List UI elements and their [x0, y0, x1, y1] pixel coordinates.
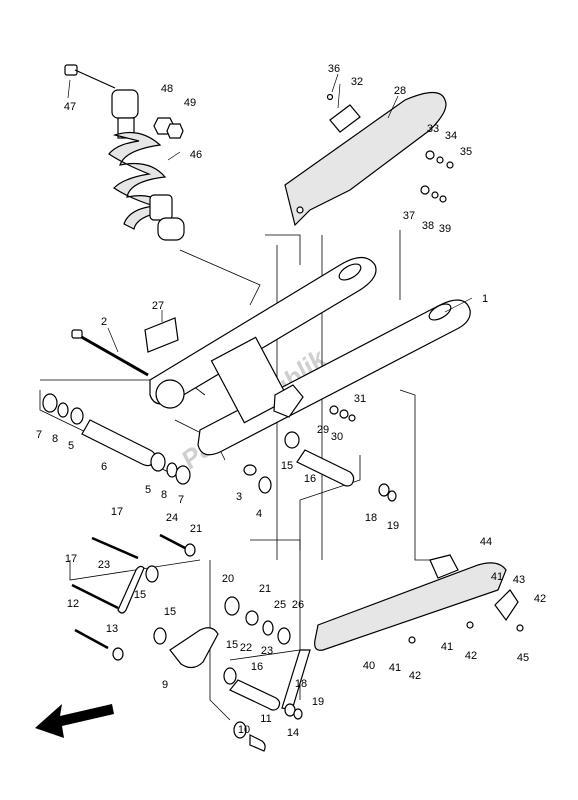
label-23b: 23 — [261, 645, 273, 657]
label-12: 12 — [67, 598, 79, 610]
pivot-bushings — [42, 393, 191, 485]
label-10: 10 — [238, 724, 250, 736]
front-direction-arrow — [35, 704, 114, 738]
label-21a: 21 — [190, 523, 202, 535]
label-43: 43 — [513, 574, 525, 586]
label-25: 25 — [274, 599, 286, 611]
label-5b: 5 — [145, 484, 151, 496]
shock-nut — [153, 117, 184, 139]
label-37: 37 — [403, 210, 415, 222]
label-24: 24 — [166, 512, 178, 524]
label-21b: 21 — [259, 583, 271, 595]
label-18a: 18 — [365, 512, 377, 524]
label-33: 33 — [427, 123, 439, 135]
pivot-shaft — [71, 329, 149, 377]
label-14: 14 — [287, 727, 299, 739]
label-16a: 16 — [304, 473, 316, 485]
label-36: 36 — [328, 63, 340, 75]
label-15c: 15 — [164, 606, 176, 618]
label-8b: 8 — [161, 489, 167, 501]
label-15d: 15 — [226, 639, 238, 651]
plate-27 — [144, 317, 179, 353]
label-15b: 15 — [134, 589, 146, 601]
label-28: 28 — [394, 85, 406, 97]
label-5a: 5 — [68, 440, 74, 452]
label-42c: 42 — [534, 593, 546, 605]
label-6: 6 — [101, 461, 107, 473]
chain-guard-fasteners — [326, 93, 454, 203]
label-20: 20 — [222, 573, 234, 585]
label-1: 1 — [482, 293, 488, 305]
link-bolts — [71, 533, 196, 661]
label-19b: 19 — [312, 696, 324, 708]
label-41a: 41 — [389, 662, 401, 674]
label-17b: 17 — [65, 553, 77, 565]
label-9: 9 — [162, 679, 168, 691]
label-49: 49 — [184, 97, 196, 109]
relay-arm — [117, 565, 311, 752]
lower-chain-case — [314, 554, 524, 651]
shock-bolt — [64, 64, 116, 89]
label-40: 40 — [363, 660, 375, 672]
label-17a: 17 — [111, 506, 123, 518]
label-45: 45 — [517, 652, 529, 664]
label-19a: 19 — [387, 520, 399, 532]
label-38: 38 — [422, 220, 434, 232]
label-15a: 15 — [281, 460, 293, 472]
label-31: 31 — [354, 393, 366, 405]
label-42b: 42 — [465, 650, 477, 662]
label-30: 30 — [331, 431, 343, 443]
part-labels: 1 2 3 4 5 5 6 7 7 8 8 9 10 11 12 13 14 1… — [36, 63, 546, 739]
label-39: 39 — [439, 223, 451, 235]
label-8a: 8 — [52, 433, 58, 445]
label-32: 32 — [351, 76, 363, 88]
label-3: 3 — [236, 491, 242, 503]
label-46: 46 — [190, 149, 202, 161]
leader-lines — [67, 73, 473, 353]
label-18b: 18 — [295, 678, 307, 690]
swingarm — [149, 256, 471, 456]
label-26: 26 — [292, 599, 304, 611]
label-23a: 23 — [98, 559, 110, 571]
rear-shock-absorber — [108, 89, 185, 241]
label-41c: 41 — [491, 571, 503, 583]
label-11: 11 — [260, 713, 271, 725]
label-47: 47 — [64, 101, 76, 113]
label-42a: 42 — [409, 670, 421, 682]
label-2: 2 — [101, 316, 107, 328]
relay-bracket — [243, 384, 397, 502]
label-48: 48 — [161, 83, 173, 95]
label-41b: 41 — [441, 641, 453, 653]
label-16b: 16 — [251, 661, 263, 673]
label-29: 29 — [317, 424, 329, 436]
label-27: 27 — [152, 300, 164, 312]
label-35: 35 — [460, 146, 472, 158]
label-13: 13 — [106, 623, 118, 635]
label-22: 22 — [240, 642, 252, 654]
chain-guard — [284, 91, 447, 227]
label-4: 4 — [256, 508, 262, 520]
label-7b: 7 — [178, 494, 184, 506]
label-7a: 7 — [36, 429, 42, 441]
label-44: 44 — [480, 536, 492, 548]
label-34: 34 — [445, 130, 457, 142]
